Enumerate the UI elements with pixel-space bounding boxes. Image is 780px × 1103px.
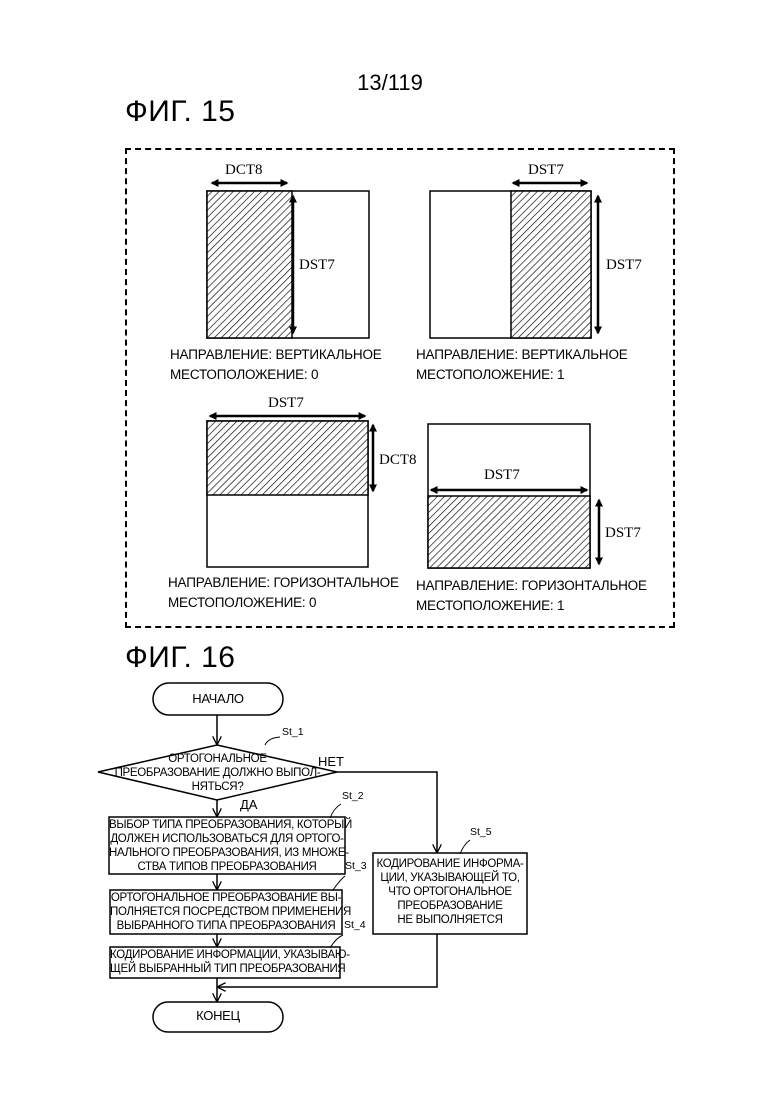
no-label: НЕТ (318, 754, 344, 769)
st1-leader (265, 737, 280, 745)
decision-line-3: НЯТЬСЯ? (98, 780, 337, 794)
step5-line-1: КОДИРОВАНИЕ ИНФОРМА- (373, 857, 527, 871)
block1-top-label: DCT8 (225, 162, 263, 179)
step2-line-4: СТВА ТИПОВ ПРЕОБРАЗОВАНИЯ (109, 860, 345, 874)
block3-side-label: DCT8 (379, 452, 417, 469)
decision-line-2: ПРЕОБРАЗОВАНИЕ ДОЛЖНО ВЫПОЛ- (98, 766, 337, 780)
step5-line-4: ПРЕОБРАЗОВАНИЕ (373, 899, 527, 913)
st5-leader (460, 840, 470, 854)
block1-caption-direction: НАПРАВЛЕНИЕ: ВЕРТИКАЛЬНОЕ (170, 345, 382, 365)
block1-side-label: DST7 (299, 257, 335, 274)
st4-tag: St_4 (344, 919, 366, 931)
block4-caption-direction: НАПРАВЛЕНИЕ: ГОРИЗОНТАЛЬНОЕ (416, 576, 647, 596)
step2-line-1: ВЫБОР ТИПА ПРЕОБРАЗОВАНИЯ, КОТОРЫЙ (109, 818, 345, 832)
block1-caption-position: МЕСТОПОЛОЖЕНИЕ: 0 (170, 365, 318, 385)
end-label: КОНЕЦ (153, 1009, 283, 1023)
block2-side-label: DST7 (606, 257, 642, 274)
fig15-diagram (0, 0, 780, 640)
step2-line-3: НАЛЬНОГО ПРЕОБРАЗОВАНИЯ, ИЗ МНОЖЕ- (109, 846, 345, 860)
block-vertical-0 (207, 183, 369, 338)
block4-side-label: DST7 (605, 525, 641, 542)
block4-top-label: DST7 (484, 467, 520, 484)
block2-caption-position: МЕСТОПОЛОЖЕНИЕ: 1 (416, 365, 564, 385)
yes-label: ДА (240, 797, 257, 812)
st2-tag: St_2 (342, 790, 364, 802)
st2-leader (330, 804, 341, 818)
hatched-region (428, 496, 590, 568)
st3-leader (333, 876, 345, 890)
hatched-region (207, 421, 368, 495)
step5-line-3: ЧТО ОРТОГОНАЛЬНОЕ (373, 885, 527, 899)
block-horizontal-0 (207, 416, 373, 567)
step3-line-2: ПОЛНЯЕТСЯ ПОСРЕДСТВОМ ПРИМЕНЕНИЯ (110, 905, 342, 919)
st4-leader (330, 935, 343, 948)
step3-line-3: ВЫБРАННОГО ТИПА ПРЕОБРАЗОВАНИЯ (110, 919, 342, 933)
step3-line-1: ОРТОГОНАЛЬНОЕ ПРЕОБРАЗОВАНИЕ ВЫ- (110, 891, 342, 905)
step5-line-2: ЦИИ, УКАЗЫВАЮЩЕЙ ТО, (373, 871, 527, 885)
block2-caption-direction: НАПРАВЛЕНИЕ: ВЕРТИКАЛЬНОЕ (416, 345, 628, 365)
connector-no-step5 (337, 772, 437, 852)
step2-line-2: ДОЛЖЕН ИСПОЛЬЗОВАТЬСЯ ДЛЯ ОРТОГО- (109, 832, 345, 846)
decision-line-1: ОРТОГОНАЛЬНОЕ (98, 752, 337, 766)
hatched-region (207, 191, 292, 338)
block3-caption-position: МЕСТОПОЛОЖЕНИЕ: 0 (168, 593, 316, 613)
st1-tag: St_1 (282, 726, 304, 738)
block3-caption-direction: НАПРАВЛЕНИЕ: ГОРИЗОНТАЛЬНОЕ (168, 573, 399, 593)
step4-line-1: КОДИРОВАНИЕ ИНФОРМАЦИИ, УКАЗЫВАЮ- (110, 948, 340, 962)
st5-tag: St_5 (470, 826, 492, 838)
step4-line-2: ЩЕЙ ВЫБРАННЫЙ ТИП ПРЕОБРАЗОВАНИЯ (110, 962, 340, 976)
block4-caption-position: МЕСТОПОЛОЖЕНИЕ: 1 (416, 596, 564, 616)
start-label: НАЧАЛО (153, 692, 283, 706)
block2-top-label: DST7 (528, 162, 564, 179)
block-vertical-1 (430, 183, 598, 338)
st3-tag: St_3 (345, 860, 367, 872)
block3-top-label: DST7 (268, 395, 304, 412)
step5-line-5: НЕ ВЫПОЛНЯЕТСЯ (373, 913, 527, 927)
block-horizontal-1 (428, 424, 599, 568)
hatched-region (511, 191, 591, 338)
